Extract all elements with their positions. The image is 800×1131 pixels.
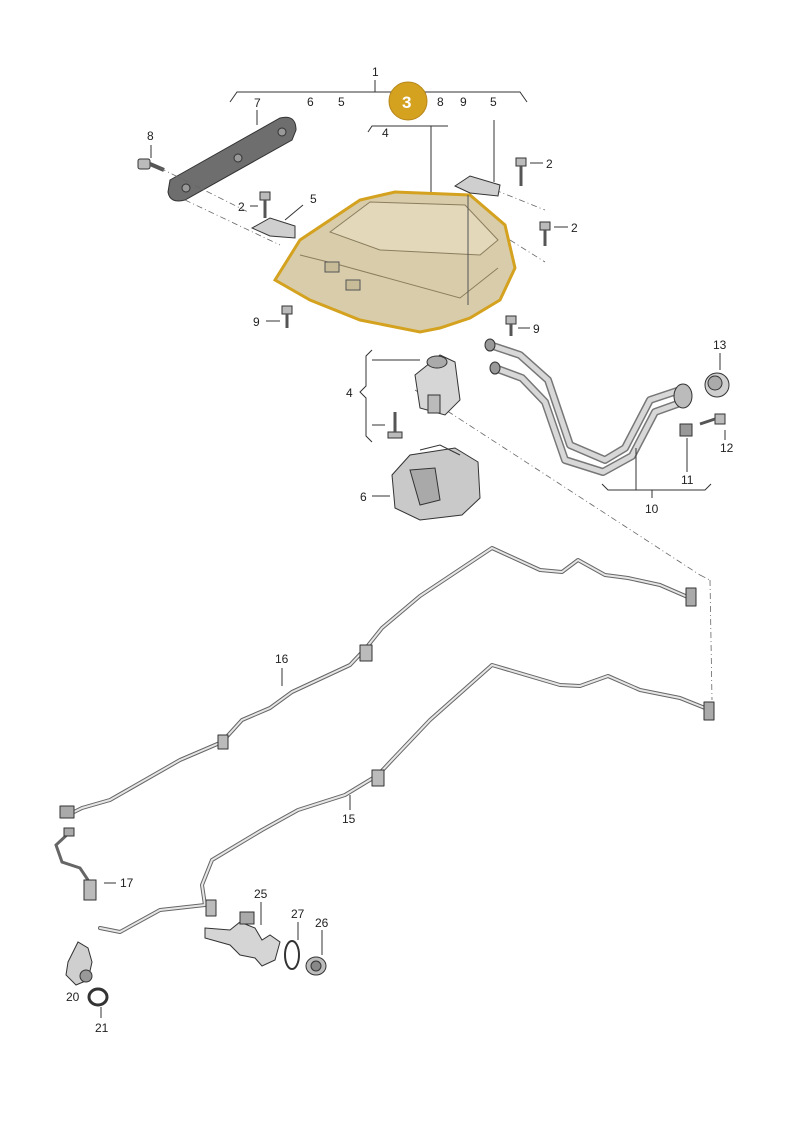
- callout-16[interactable]: 16: [275, 652, 289, 666]
- callout-5-top[interactable]: 5: [338, 95, 345, 109]
- wiring-harness-15[interactable]: [98, 663, 715, 934]
- callout-15[interactable]: 15: [342, 812, 356, 826]
- callout-4-top[interactable]: 4: [382, 126, 389, 140]
- callout-8-left[interactable]: 8: [147, 129, 154, 143]
- callout-20[interactable]: 20: [66, 990, 80, 1004]
- bolt-9-left[interactable]: [281, 305, 293, 328]
- callout-5-left[interactable]: 5: [310, 192, 317, 206]
- callout-27[interactable]: 27: [291, 907, 305, 921]
- clamp-21[interactable]: [87, 987, 109, 1007]
- callout-2-right[interactable]: 2: [571, 221, 578, 235]
- callout-21[interactable]: 21: [95, 1021, 109, 1035]
- callout-4-side[interactable]: 4: [346, 386, 353, 400]
- callout-6[interactable]: 6: [307, 95, 314, 109]
- clamp-26[interactable]: [305, 956, 327, 976]
- callout-5-right[interactable]: 5: [490, 95, 497, 109]
- group-bracket-4-side: [359, 349, 420, 443]
- bracket-5-left[interactable]: [250, 217, 296, 239]
- cap-13[interactable]: [704, 372, 730, 398]
- callout-25[interactable]: 25: [254, 887, 268, 901]
- housing-6[interactable]: [391, 444, 481, 521]
- bolt-4-lower[interactable]: [387, 412, 403, 439]
- callout-9-right[interactable]: 9: [533, 322, 540, 336]
- callout-7[interactable]: 7: [254, 96, 261, 110]
- callout-12[interactable]: 12: [720, 441, 734, 455]
- control-unit-3[interactable]: [272, 190, 517, 334]
- bolt-9-right[interactable]: [505, 315, 517, 336]
- o-ring-27[interactable]: [284, 940, 300, 970]
- callout-13[interactable]: 13: [713, 338, 727, 352]
- bolt-12[interactable]: [699, 413, 726, 426]
- callout-2-upper[interactable]: 2: [546, 157, 553, 171]
- callout-11[interactable]: 11: [681, 473, 694, 487]
- clip-11[interactable]: [679, 423, 693, 437]
- group-bracket-4: [367, 125, 448, 195]
- callout-3-badge[interactable]: 3: [388, 81, 428, 121]
- callout-9-top[interactable]: 9: [460, 95, 467, 109]
- bolt-2-right[interactable]: [539, 221, 551, 246]
- bolt-2-upper[interactable]: [515, 157, 527, 186]
- heat-shield-part[interactable]: [167, 116, 297, 202]
- pipes-10[interactable]: [484, 338, 687, 476]
- callout-3: 3: [402, 93, 411, 112]
- callout-2-left[interactable]: 2: [238, 200, 245, 214]
- callout-8-top[interactable]: 8: [437, 95, 444, 109]
- valve-20[interactable]: [65, 941, 93, 986]
- wiring-harness-16[interactable]: [59, 546, 697, 819]
- bracket-5-upper[interactable]: [453, 175, 501, 197]
- callout-17[interactable]: 17: [120, 876, 134, 890]
- callout-9-left[interactable]: 9: [253, 315, 260, 329]
- dashed-assembly-lines: [159, 167, 713, 701]
- sensor-lead-17[interactable]: [54, 827, 97, 901]
- bolt-2-left[interactable]: [259, 191, 271, 218]
- pump-4[interactable]: [414, 354, 461, 416]
- callout-10[interactable]: 10: [645, 502, 659, 516]
- callout-26[interactable]: 26: [315, 916, 329, 930]
- filler-neck[interactable]: [673, 383, 693, 409]
- callout-6-housing[interactable]: 6: [360, 490, 367, 504]
- group-bracket-1: [229, 80, 528, 103]
- group-bracket-10: [601, 448, 712, 498]
- sensor-25[interactable]: [204, 911, 281, 967]
- callout-1[interactable]: 1: [372, 65, 379, 79]
